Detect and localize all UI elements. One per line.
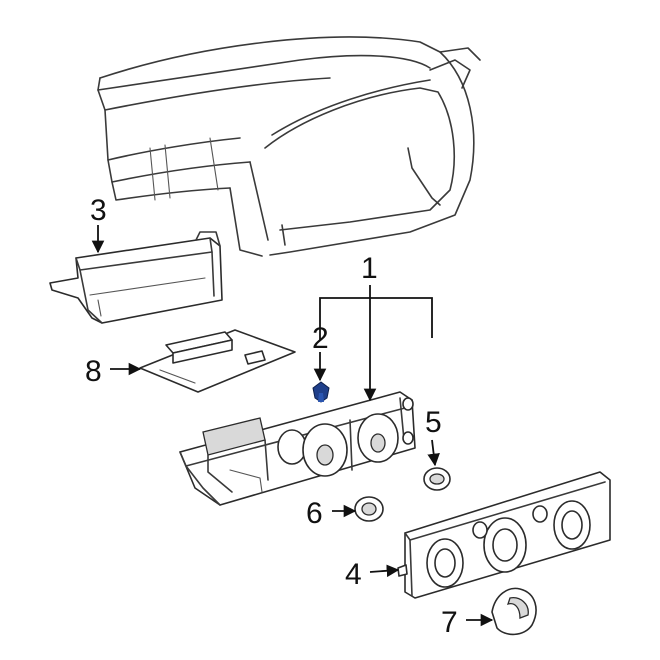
- part-3-pocket-bracket: [49, 231, 223, 324]
- dashboard-outline: [97, 36, 481, 257]
- callout-4: 4: [345, 558, 362, 591]
- callout-8: 8: [85, 355, 102, 388]
- part-7-knob: [491, 587, 537, 636]
- callout-1: 1: [361, 252, 378, 285]
- callout-2: 2: [312, 322, 329, 355]
- callout-3: 3: [90, 194, 107, 227]
- part-4-face-panel: [397, 471, 611, 599]
- callout-7: 7: [441, 606, 458, 639]
- part-2-screw: [312, 381, 330, 403]
- leaders-1: [313, 285, 440, 467]
- leader-4: [369, 564, 400, 578]
- part-6-knob: [354, 496, 384, 522]
- part-1-control-assembly: [179, 391, 416, 506]
- callout-6: 6: [306, 497, 323, 530]
- part-5-knob: [423, 467, 451, 491]
- callout-5: 5: [425, 406, 442, 439]
- part-8-circuit-board: [139, 329, 296, 393]
